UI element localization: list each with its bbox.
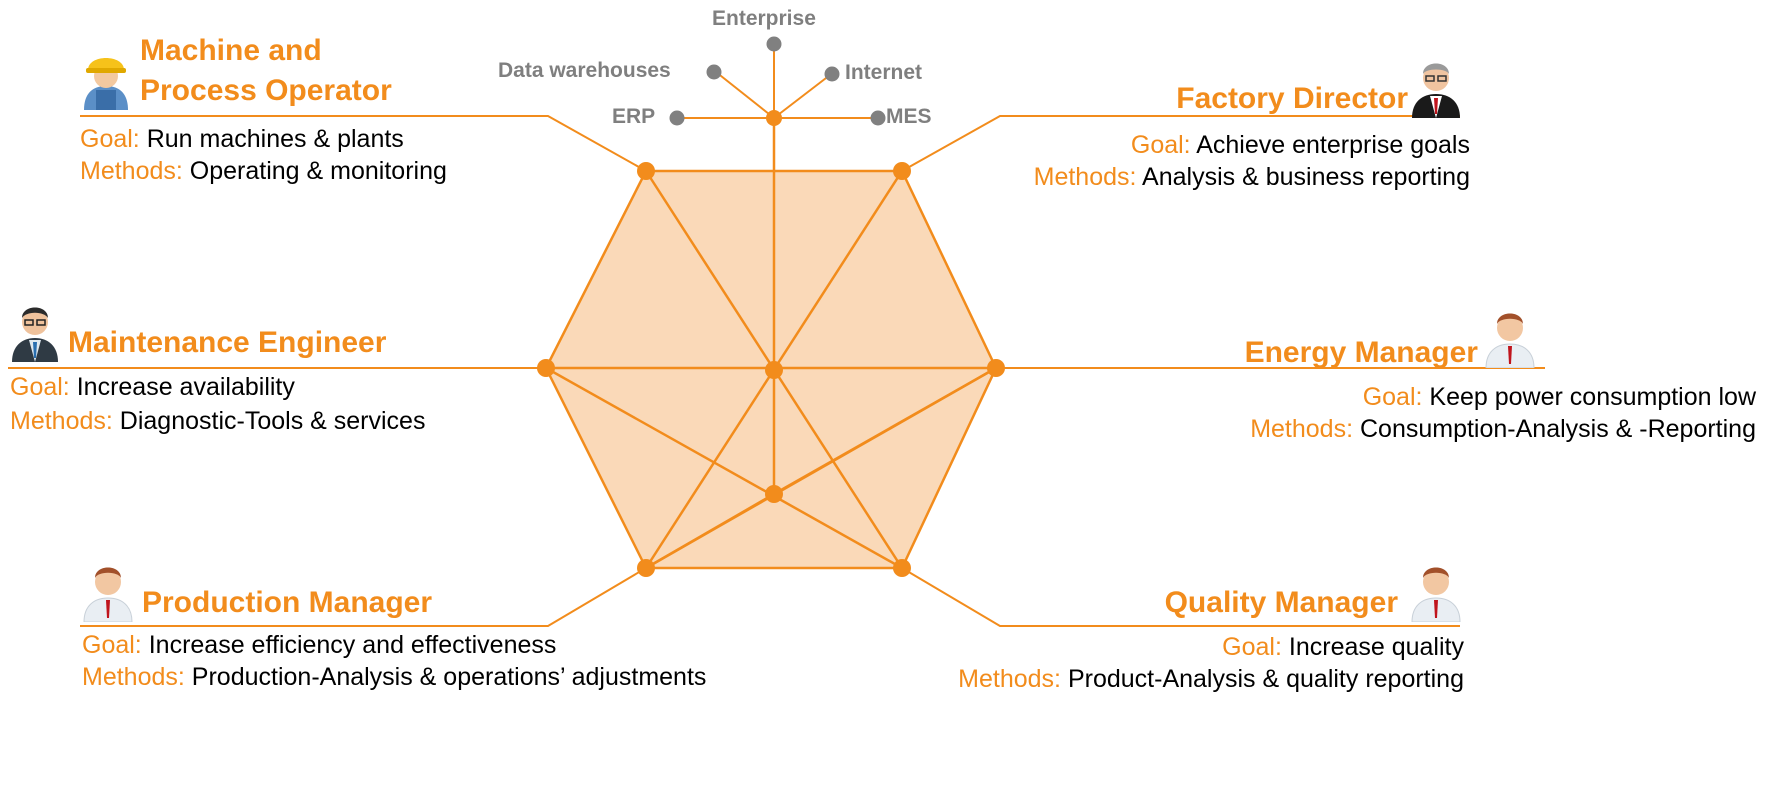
energy-methods: Methods: Consumption-Analysis & -Reporti…	[1250, 415, 1756, 443]
maintenance-methods: Methods: Diagnostic-Tools & services	[10, 407, 426, 435]
enterprise-node	[766, 36, 782, 52]
internet-node	[824, 66, 840, 82]
director-goal: Goal: Achieve enterprise goals	[1130, 131, 1470, 159]
maintenance-goal: Goal: Increase availability	[10, 373, 295, 401]
leader-lines	[8, 115, 1545, 627]
data-warehouses-node	[706, 64, 722, 80]
center-node	[765, 361, 783, 379]
operator-node	[637, 162, 655, 180]
operator-methods: Methods: Operating & monitoring	[80, 157, 447, 185]
director-icon	[1412, 63, 1460, 118]
erp-label: ERP	[612, 105, 656, 128]
internet-label: Internet	[845, 61, 923, 84]
production-title: Production Manager	[142, 586, 433, 619]
mes-label: MES	[886, 105, 932, 128]
director-title: Factory Director	[1176, 82, 1408, 115]
energy-title: Energy Manager	[1244, 336, 1478, 369]
erp-node	[669, 110, 685, 126]
quality-goal: Goal: Increase quality	[1222, 633, 1464, 661]
worker-hardhat-icon	[84, 58, 128, 110]
lower-inner-node	[765, 485, 783, 503]
director-node	[893, 162, 911, 180]
maintenance-node	[537, 359, 555, 377]
quality-methods: Methods: Product-Analysis & quality repo…	[958, 665, 1464, 693]
operator-goal: Goal: Run machines & plants	[80, 125, 404, 153]
energy-goal: Goal: Keep power consumption low	[1362, 383, 1756, 411]
enterprise-label: Enterprise	[712, 7, 816, 30]
production-methods: Methods: Production-Analysis & operation…	[82, 663, 707, 691]
energy-node	[987, 359, 1005, 377]
hub-node	[766, 110, 782, 126]
mes-node	[870, 110, 886, 126]
production-node	[637, 559, 655, 577]
director-methods: Methods: Analysis & business reporting	[1033, 163, 1470, 191]
manager-icon	[1485, 313, 1535, 368]
operator-title-line2: Process Operator	[140, 74, 392, 107]
operator-title-line1: Machine and	[140, 34, 322, 67]
quality-node	[893, 559, 911, 577]
quality-title: Quality Manager	[1164, 586, 1398, 619]
manager-icon	[1411, 567, 1461, 622]
data-warehouses-label: Data warehouses	[498, 59, 671, 82]
manager-icon	[83, 567, 133, 622]
maintenance-title: Maintenance Engineer	[68, 326, 387, 359]
production-goal: Goal: Increase efficiency and effectiven…	[82, 631, 557, 659]
engineer-icon	[12, 307, 58, 362]
